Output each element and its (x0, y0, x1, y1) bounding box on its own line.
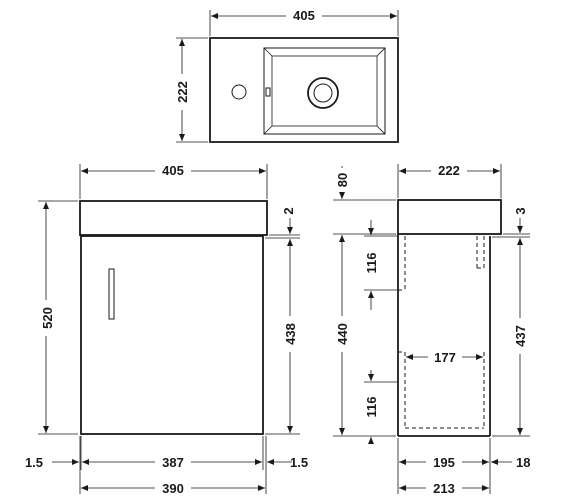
overflow-slot (265, 87, 271, 97)
front-door-width-label: 387 (162, 455, 184, 470)
waste-outer-icon (307, 77, 339, 109)
basin-outline (209, 37, 399, 143)
front-view: 405 520 2 438 1.5 387 1.5 390 (25, 161, 308, 496)
top-view: 405 222 (172, 6, 399, 143)
side-total-cabinet-label: 440 (335, 323, 350, 345)
bowl-outline (263, 47, 386, 135)
side-upper-cutout-label: 116 (364, 253, 379, 274)
front-right-gap-label: 1.5 (290, 455, 308, 470)
side-depth-label: 222 (438, 163, 460, 178)
side-lower-cutout-label: 116 (364, 397, 379, 418)
bowl-chamfer-tr (376, 47, 386, 57)
front-cabinet-width-label: 390 (162, 481, 184, 496)
bowl-chamfer-bl (263, 125, 273, 135)
bowl-inner (271, 55, 378, 127)
side-top-gap-label: 3 (513, 207, 528, 214)
basin-side (397, 199, 502, 235)
side-inner-width-label: 177 (434, 350, 456, 365)
side-back-gap-label: 18 (516, 455, 530, 470)
bowl-chamfer-br (376, 125, 386, 135)
bowl-chamfer-tl (263, 47, 273, 57)
side-basin-height-label: 80 (335, 173, 350, 187)
front-width-label: 405 (162, 163, 184, 178)
waste-inner-icon (313, 83, 333, 103)
basin-front (79, 200, 268, 236)
front-top-gap-label: 2 (281, 207, 296, 214)
front-height-label: 520 (40, 307, 55, 329)
side-height-label: 437 (513, 325, 528, 347)
cabinet-front (80, 235, 264, 435)
tap-hole-icon (231, 84, 247, 100)
door-handle (108, 268, 115, 320)
front-door-height-label: 438 (283, 323, 298, 345)
top-depth-label: 222 (175, 81, 190, 103)
top-width-label: 405 (293, 8, 315, 23)
side-view: 80 222 3 437 440 116 177 (332, 161, 532, 496)
side-cabinet-depth-label: 195 (433, 455, 455, 470)
front-left-gap-label: 1.5 (25, 455, 43, 470)
side-overall-depth-label: 213 (433, 481, 455, 496)
